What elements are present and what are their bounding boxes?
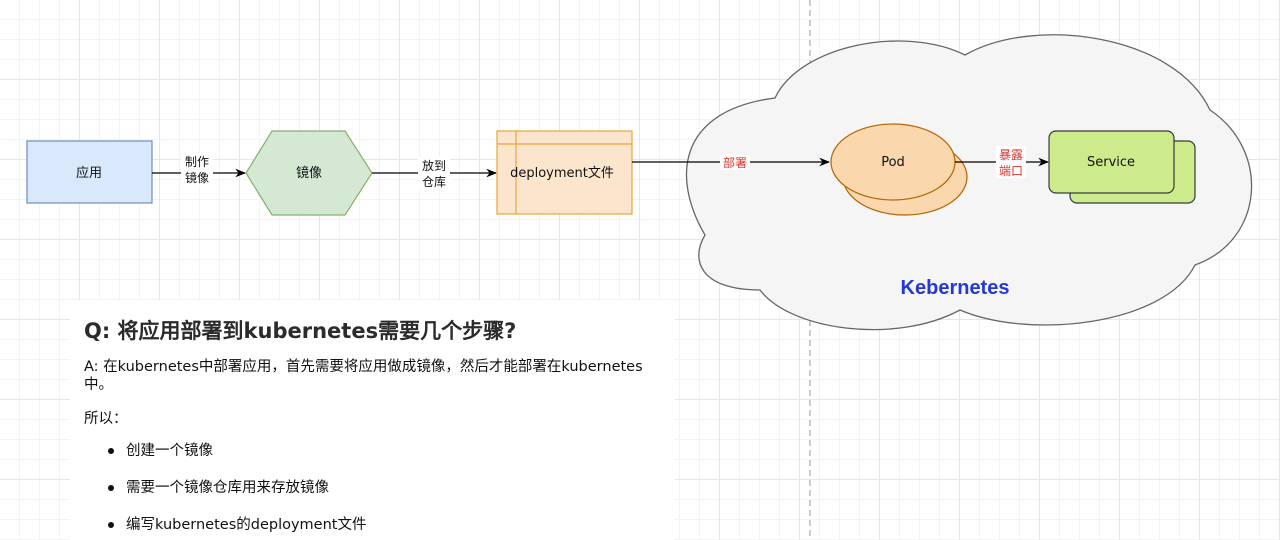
steps-list: 创建一个镜像 需要一个镜像仓库用来存放镜像 编写kubernetes的deplo… bbox=[70, 442, 675, 534]
edge-make-image-label-line2: 镜像 bbox=[185, 170, 209, 185]
service-node-label: Service bbox=[1087, 155, 1135, 170]
bullet-icon bbox=[108, 485, 114, 491]
qa-text-block: Q: 将应用部署到kubernetes需要几个步骤? A: 在kubernete… bbox=[70, 300, 675, 540]
bullet-icon bbox=[108, 522, 114, 528]
answer-line-2: 中。 bbox=[84, 377, 113, 393]
edge-expose-port-label-line2: 端口 bbox=[999, 164, 1023, 178]
answer-paragraph: A: 在kubernetes中部署应用，首先需要将应用做成镜像，然后才能部署在k… bbox=[84, 358, 675, 394]
edge-store-registry-label-line2: 仓库 bbox=[422, 174, 446, 189]
bullet-icon bbox=[108, 448, 114, 454]
list-item: 编写kubernetes的deployment文件 bbox=[108, 516, 675, 534]
edge-deploy-label: 部署 bbox=[723, 155, 747, 170]
edge-label-bg bbox=[418, 157, 450, 189]
deployment-node[interactable] bbox=[496, 130, 633, 215]
list-item: 创建一个镜像 bbox=[108, 442, 675, 460]
edge-label-bg bbox=[720, 155, 750, 170]
cloud-label: Kebernetes bbox=[901, 277, 1010, 299]
step-text: 需要一个镜像仓库用来存放镜像 bbox=[126, 480, 329, 496]
image-node-label: 镜像 bbox=[296, 166, 322, 181]
edge-make-image-label-line1: 制作 bbox=[185, 155, 209, 169]
image-node[interactable] bbox=[245, 130, 373, 216]
question-heading: Q: 将应用部署到kubernetes需要几个步骤? bbox=[84, 319, 517, 343]
pod-node-label: Pod bbox=[881, 155, 905, 170]
step-text: 创建一个镜像 bbox=[126, 443, 213, 459]
edge-expose-port-label-line1: 暴露 bbox=[999, 148, 1023, 162]
step-text: 编写kubernetes的deployment文件 bbox=[126, 517, 367, 533]
kubernetes-cloud[interactable] bbox=[685, 34, 1253, 331]
app-node[interactable] bbox=[26, 140, 153, 204]
deployment-node-label: deployment文件 bbox=[510, 166, 614, 181]
edge-store-registry-label-line1: 放到 bbox=[422, 158, 446, 173]
list-item: 需要一个镜像仓库用来存放镜像 bbox=[108, 479, 675, 497]
edge-label-bg bbox=[996, 146, 1026, 178]
service-node[interactable] bbox=[1048, 130, 1175, 194]
lead-text: 所以： bbox=[84, 411, 128, 427]
app-node-label: 应用 bbox=[76, 165, 102, 181]
edge-label-bg bbox=[181, 154, 213, 186]
answer-line-1: A: 在kubernetes中部署应用，首先需要将应用做成镜像，然后才能部署在k… bbox=[84, 359, 643, 375]
